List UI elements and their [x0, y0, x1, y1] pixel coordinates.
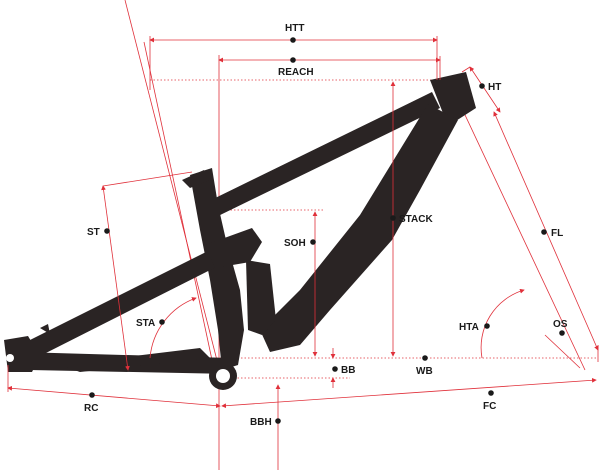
- label-hta: HTA: [459, 322, 479, 333]
- label-rc: RC: [84, 403, 98, 414]
- label-fc: FC: [483, 401, 496, 412]
- labels: HTT REACH HT STACK ST SOH FL STA HTA OS …: [84, 23, 568, 428]
- label-htt: HTT: [285, 23, 304, 34]
- bike-frame: [4, 72, 476, 390]
- label-ht: HT: [488, 82, 501, 93]
- label-fl: FL: [551, 228, 563, 239]
- dimension-lines: [7, 36, 599, 470]
- label-os: OS: [553, 319, 568, 330]
- label-reach: REACH: [278, 67, 314, 78]
- label-st: ST: [87, 227, 100, 238]
- label-stack: STACK: [399, 214, 433, 225]
- label-soh: SOH: [284, 238, 306, 249]
- label-sta: STA: [136, 318, 155, 329]
- label-bbh: BBH: [250, 417, 272, 428]
- label-wb: WB: [416, 366, 433, 377]
- label-bb: BB: [341, 365, 355, 376]
